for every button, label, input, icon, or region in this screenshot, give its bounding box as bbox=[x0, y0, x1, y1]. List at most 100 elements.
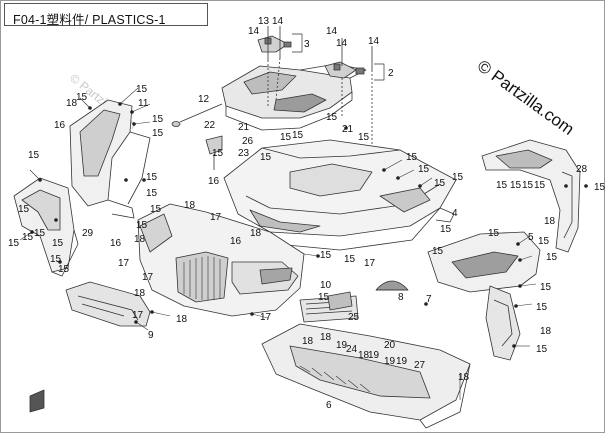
bracket-22 bbox=[205, 135, 223, 170]
left-side-panel-upper bbox=[69, 99, 151, 219]
left-fender-lower bbox=[13, 177, 79, 277]
callout-22: 22 bbox=[204, 120, 216, 131]
callout-15: 15 bbox=[536, 302, 548, 313]
callout-15: 15 bbox=[152, 128, 164, 139]
callout-15: 15 bbox=[536, 344, 548, 355]
callout-17: 17 bbox=[210, 212, 222, 223]
callout-18: 18 bbox=[250, 228, 262, 239]
callout-18: 18 bbox=[320, 332, 332, 343]
callout-18: 18 bbox=[184, 200, 196, 211]
front-lower-bumper bbox=[65, 281, 151, 327]
callout-15: 15 bbox=[522, 180, 534, 191]
right-side-panel bbox=[427, 231, 541, 361]
callout-18: 18 bbox=[134, 288, 146, 299]
title-box: F04-1塑料件/ PLASTICS-1 bbox=[4, 3, 208, 27]
callout-27: 27 bbox=[414, 360, 426, 371]
callout-15: 15 bbox=[136, 84, 148, 95]
callout-11: 11 bbox=[138, 98, 149, 109]
callout-28: 28 bbox=[576, 164, 588, 175]
callout-18: 18 bbox=[176, 314, 188, 325]
callout-15: 15 bbox=[540, 282, 552, 293]
grille-slats bbox=[183, 256, 221, 300]
callout-15: 15 bbox=[146, 188, 158, 199]
callout-20: 20 bbox=[384, 340, 396, 351]
callout-15: 15 bbox=[136, 220, 148, 231]
rear-right-fender bbox=[481, 139, 581, 253]
callout-18: 18 bbox=[540, 326, 552, 337]
callout-16: 16 bbox=[230, 236, 242, 247]
callout-17: 17 bbox=[364, 258, 376, 269]
callout-15: 15 bbox=[292, 130, 304, 141]
callout-15: 15 bbox=[538, 236, 550, 247]
callout-14: 14 bbox=[272, 16, 284, 27]
leader-lines bbox=[19, 87, 537, 400]
callout-15: 15 bbox=[496, 180, 508, 191]
floor-panel bbox=[261, 323, 471, 429]
callout-24: 24 bbox=[346, 344, 358, 355]
callout-15: 15 bbox=[58, 264, 70, 275]
callout-14: 14 bbox=[368, 36, 380, 47]
callout-16: 16 bbox=[110, 238, 122, 249]
callout-21: 21 bbox=[238, 122, 250, 133]
grommet-8 bbox=[375, 280, 409, 291]
callout-9: 9 bbox=[148, 330, 154, 341]
callout-8: 8 bbox=[398, 292, 404, 303]
callout-15: 15 bbox=[406, 152, 418, 163]
callout-10: 10 bbox=[320, 280, 332, 291]
callout-18: 18 bbox=[302, 336, 314, 347]
callout-19: 19 bbox=[384, 356, 396, 367]
callout-18: 18 bbox=[544, 216, 556, 227]
callout-17: 17 bbox=[260, 312, 272, 323]
floor-ribs bbox=[299, 365, 371, 393]
callout-13: 13 bbox=[258, 16, 270, 27]
callout-2: 2 bbox=[388, 68, 394, 79]
callout-18: 18 bbox=[358, 350, 370, 361]
callout-15: 15 bbox=[594, 182, 605, 193]
callout-labels: 13 14 14 3 14 14 14 2 18 15 15 11 15 16 … bbox=[8, 16, 605, 411]
callout-15: 15 bbox=[52, 238, 64, 249]
callout-18: 18 bbox=[134, 234, 146, 245]
callout-15: 15 bbox=[534, 180, 546, 191]
callout-29: 29 bbox=[82, 228, 94, 239]
callout-17: 17 bbox=[142, 272, 154, 283]
front-body-panel bbox=[223, 139, 457, 251]
rivet-12 bbox=[171, 103, 223, 127]
callout-15: 15 bbox=[146, 172, 158, 183]
callout-26: 26 bbox=[242, 136, 254, 147]
callout-15: 15 bbox=[434, 178, 446, 189]
callout-5: 5 bbox=[528, 232, 534, 243]
callout-15: 15 bbox=[488, 228, 500, 239]
callout-15: 15 bbox=[318, 292, 330, 303]
callout-15: 15 bbox=[510, 180, 522, 191]
callout-19: 19 bbox=[368, 350, 380, 361]
callout-15: 15 bbox=[34, 228, 46, 239]
watermark-text: © Partzilla.com bbox=[474, 56, 578, 139]
callout-16: 16 bbox=[208, 176, 220, 187]
callout-15: 15 bbox=[432, 246, 444, 257]
callout-14: 14 bbox=[326, 26, 338, 37]
callout-15: 15 bbox=[150, 204, 162, 215]
callout-17: 17 bbox=[118, 258, 130, 269]
callout-16: 16 bbox=[54, 120, 66, 131]
callout-6: 6 bbox=[326, 400, 332, 411]
callout-15: 15 bbox=[440, 224, 452, 235]
callout-15: 15 bbox=[344, 254, 356, 265]
callout-15: 15 bbox=[418, 164, 430, 175]
orientation-marker bbox=[29, 389, 45, 413]
hood-panel bbox=[221, 63, 367, 131]
callout-brackets bbox=[292, 33, 385, 81]
callout-25: 25 bbox=[348, 312, 360, 323]
callout-15: 15 bbox=[28, 150, 40, 161]
callout-19: 19 bbox=[336, 340, 348, 351]
callout-15: 15 bbox=[280, 132, 292, 143]
callout-15: 15 bbox=[50, 254, 62, 265]
callout-18: 18 bbox=[66, 98, 78, 109]
callout-15: 15 bbox=[260, 152, 272, 163]
callout-18: 18 bbox=[458, 372, 470, 383]
callout-15: 15 bbox=[22, 232, 34, 243]
hood-latch-cluster bbox=[257, 26, 373, 196]
callout-15: 15 bbox=[212, 148, 224, 159]
callout-15: 15 bbox=[546, 252, 558, 263]
callout-14: 14 bbox=[248, 26, 260, 37]
